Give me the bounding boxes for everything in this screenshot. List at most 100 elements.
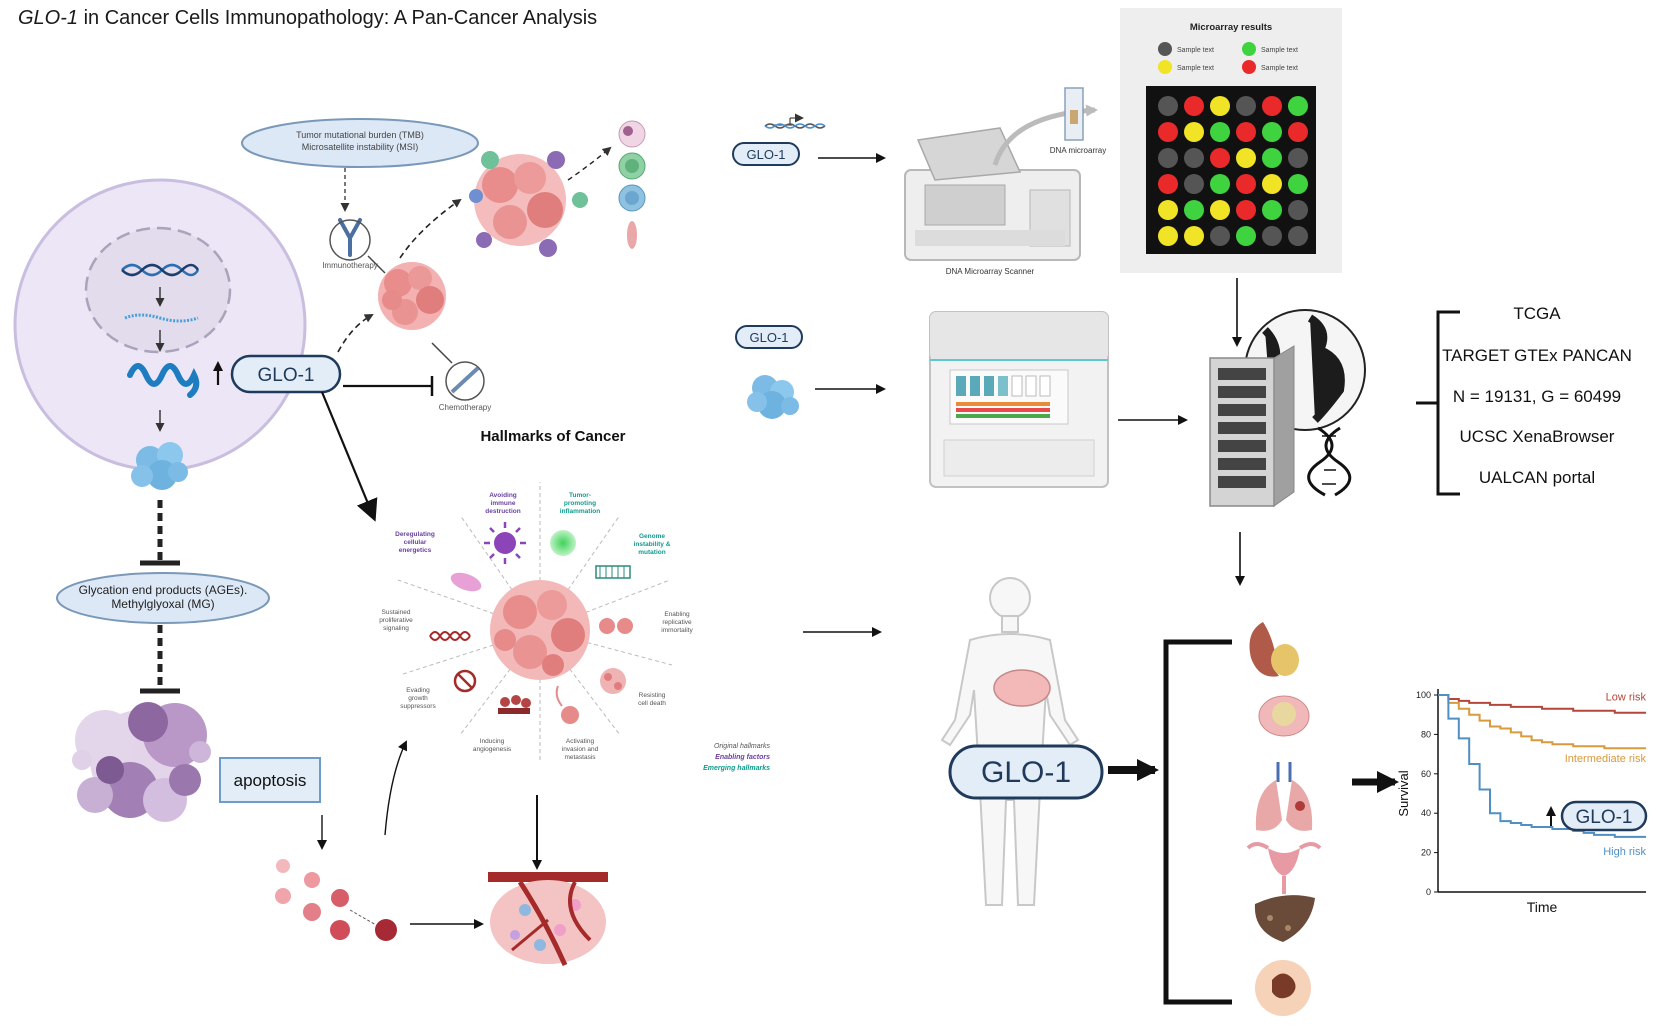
hm-invasion-1: Activating: [566, 738, 595, 745]
cell-panel: GLO-1 Glycation end products (AGEs). Met…: [13, 178, 484, 941]
survival-ytick-label: 100: [1416, 690, 1431, 700]
hm-proliferative-2: proliferative: [379, 617, 413, 624]
microarray-spot: [1288, 174, 1308, 194]
ages-line2: Methylglyoxal (MG): [111, 597, 214, 611]
scanner-label: DNA Microarray Scanner: [946, 267, 1035, 276]
tumor-immune-icon: [469, 151, 588, 257]
ages-line1: Glycation end products (AGEs).: [79, 583, 248, 597]
hm-growth-3: suppressors: [400, 703, 436, 710]
cell-transformation-icon: [275, 859, 397, 941]
ages-ellipse: [56, 572, 270, 624]
hm-energetics-2: cellular: [404, 539, 427, 546]
apoptosis-label: apoptosis: [234, 771, 307, 790]
microarray-spot: [1236, 96, 1256, 116]
legend-dot-red: [1242, 60, 1256, 74]
survival-series-label: Low risk: [1606, 692, 1647, 704]
organs-column: [1246, 622, 1322, 1016]
hallmarks-title: Hallmarks of Cancer: [480, 428, 625, 445]
uterus-icon: [1246, 842, 1322, 894]
hm-inflammation-3: inflammation: [560, 508, 600, 515]
microarray-spot: [1184, 174, 1204, 194]
microarray-spot: [1236, 200, 1256, 220]
hm-growth-1: Evading: [406, 687, 430, 694]
hm-avoiding-2: immune: [491, 500, 516, 507]
microarray-spot: [1288, 122, 1308, 142]
hm-angiogenesis-1: Inducing: [480, 738, 505, 745]
glo1-main-label: GLO-1: [257, 365, 314, 386]
survival-glo1-label: GLO-1: [1575, 807, 1632, 828]
polypeptide-icon: [127, 363, 200, 398]
prostate-icon: [1258, 695, 1310, 737]
hm-growth-2: growth: [408, 695, 428, 702]
figure-title: GLO-1 in Cancer Cells Immunopathology: A…: [18, 7, 597, 29]
kidney-icon: [1249, 622, 1299, 677]
glo1-protein-icon: [747, 375, 799, 419]
survival-ytick-label: 80: [1421, 729, 1431, 739]
hm-replicative-3: immortality: [661, 627, 693, 634]
tmb-line2: Microsatellite instability (MSI): [302, 142, 419, 152]
microarray-spot: [1158, 174, 1178, 194]
microarray-spot: [1210, 148, 1230, 168]
microarray-spot: [1210, 96, 1230, 116]
microarray-spot: [1158, 122, 1178, 142]
dna-icon: [121, 263, 200, 277]
nucleus: [84, 226, 232, 354]
glo1-protein-label: GLO-1: [749, 330, 788, 345]
glo1-protein-badge: GLO-1: [735, 325, 803, 349]
mrna-icon: [124, 313, 199, 323]
microarray-spot: [1236, 148, 1256, 168]
tumor-icon: [378, 262, 446, 330]
microarray-spot: [1236, 174, 1256, 194]
organ-bracket: [1163, 639, 1232, 1005]
skin-lesion-icon: [1255, 960, 1311, 1016]
immune-panel: Tumor mutational burden (TMB) Microsatel…: [241, 118, 646, 412]
survival-series-label: High risk: [1603, 846, 1646, 858]
angiogenesis-icon: [498, 695, 531, 714]
liver-icon: [1254, 895, 1315, 942]
legend-dot-yellow: [1158, 60, 1172, 74]
hm-replicative-2: replicative: [662, 619, 692, 626]
hm-proliferative-1: Sustained: [382, 609, 411, 616]
microarray-spot: [1210, 174, 1230, 194]
lungs-icon: [1255, 762, 1313, 831]
dna-microarray-label: DNA microarray: [1050, 146, 1106, 155]
survival-ytick-label: 20: [1421, 848, 1431, 858]
hm-genome-2: instability &: [634, 541, 671, 548]
energetics-icon: [450, 572, 482, 592]
vascularized-tumor-icon: [488, 872, 608, 967]
survival-glo1-annotation: GLO-1: [1546, 800, 1648, 832]
hallmarks-panel: Hallmarks of Cancer: [379, 428, 770, 967]
glo1-gene-badge: GLO-1: [732, 142, 800, 166]
microarray-results-title: Microarray results: [1190, 22, 1272, 33]
apoptotic-cells-icon: [72, 702, 211, 822]
hm-energetics-3: energetics: [399, 547, 432, 554]
hm-energetics-1: Deregulating: [395, 531, 435, 538]
apoptosis-box: [219, 757, 321, 803]
tumor-in-body-icon: [993, 669, 1051, 707]
db-xena: UCSC XenaBrowser: [1460, 427, 1615, 446]
glo1-gene-label: GLO-1: [746, 147, 785, 162]
db-tcga: TCGA: [1513, 304, 1561, 323]
microarray-spot: [1184, 226, 1204, 246]
microarray-spot: [1184, 122, 1204, 142]
microarray-panel: GLO-1 DNA Microarray Scanner DNA microar…: [732, 8, 1342, 347]
syringe-icon: [445, 361, 485, 401]
hm-inflammation-2: promoting: [564, 500, 596, 507]
survival-line-high-risk: [1438, 694, 1646, 838]
server-icon: [1209, 345, 1295, 507]
survival-series-label: Intermediate risk: [1565, 753, 1647, 765]
sequencer-panel: GLO-1: [735, 304, 1632, 586]
central-tumor-icon: [490, 580, 590, 680]
hm-inflammation-1: Tumor-: [569, 492, 591, 499]
microarray-spot: [1210, 122, 1230, 142]
hm-invasion-3: metastasis: [564, 754, 596, 761]
chemotherapy-label: Chemotherapy: [439, 403, 491, 412]
hm-avoiding-3: destruction: [485, 508, 520, 515]
human-body-panel: GLO-1: [940, 577, 1232, 1005]
